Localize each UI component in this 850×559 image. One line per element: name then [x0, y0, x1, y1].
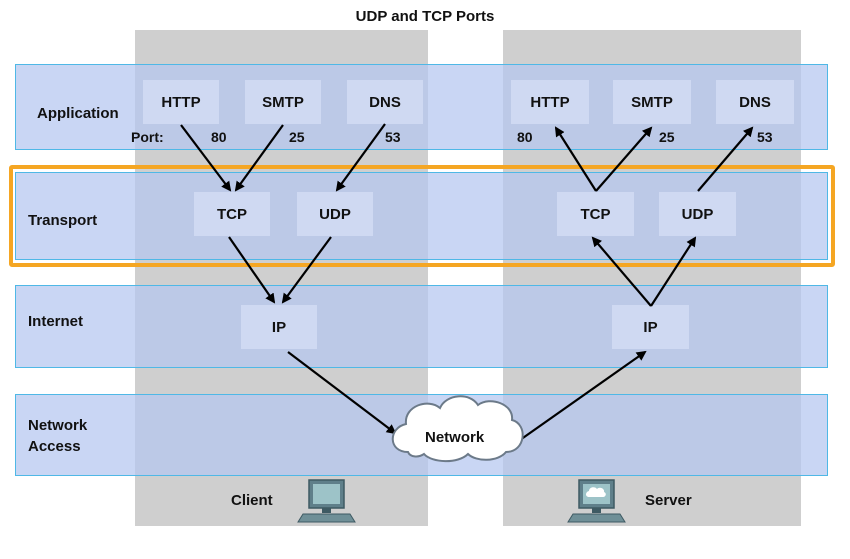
transport-highlight — [9, 165, 835, 267]
application-layer-label: Application — [37, 105, 119, 122]
arrow-tcp-to-http — [554, 126, 597, 192]
client-computer-icon — [297, 479, 356, 523]
client-caption: Client — [231, 492, 273, 509]
client-ip-box: IP — [241, 305, 317, 349]
client-http-box: HTTP — [143, 80, 219, 124]
server-computer-icon — [567, 479, 626, 523]
arrow-tcp-to-smtp — [595, 126, 653, 192]
server-port-smtp: 25 — [659, 129, 675, 145]
network-access-label-line2: Access — [28, 438, 81, 455]
internet-layer-label: Internet — [28, 313, 84, 330]
diagram-title: UDP and TCP Ports — [355, 8, 495, 25]
internet-layer-band — [15, 285, 828, 368]
arrow-server-ip-to-udp — [650, 236, 697, 307]
server-port-http: 80 — [517, 129, 533, 145]
server-port-dns: 53 — [757, 129, 773, 145]
client-port-smtp: 25 — [289, 129, 305, 145]
arrow-smtp-to-tcp — [234, 124, 284, 192]
network-access-label-line1: Network — [28, 417, 88, 434]
server-caption: Server — [645, 492, 692, 509]
server-udp-box: UDP — [659, 192, 736, 236]
arrow-network-to-server-ip — [519, 350, 647, 441]
server-dns-box: DNS — [716, 80, 794, 124]
client-udp-box: UDP — [297, 192, 373, 236]
arrow-ip-to-network — [287, 351, 397, 435]
transport-layer-label: Transport — [28, 212, 98, 229]
network-cloud-icon — [391, 395, 524, 463]
client-port-dns: 53 — [385, 129, 401, 145]
client-tcp-box: TCP — [194, 192, 270, 236]
arrow-http-to-tcp — [180, 124, 232, 192]
arrow-udp-to-ip — [281, 236, 332, 304]
client-smtp-box: SMTP — [245, 80, 321, 124]
server-smtp-box: SMTP — [613, 80, 691, 124]
arrow-udp-to-dns — [697, 126, 754, 192]
client-port-http: 80 — [211, 129, 227, 145]
port-label: Port: — [131, 129, 164, 145]
network-cloud-label: Network — [425, 429, 485, 446]
server-tcp-box: TCP — [557, 192, 634, 236]
arrow-server-ip-to-tcp — [591, 236, 652, 307]
server-ip-box: IP — [612, 305, 689, 349]
server-http-box: HTTP — [511, 80, 589, 124]
arrow-dns-to-udp — [335, 123, 386, 192]
arrow-tcp-to-ip — [228, 236, 276, 304]
client-dns-box: DNS — [347, 80, 423, 124]
